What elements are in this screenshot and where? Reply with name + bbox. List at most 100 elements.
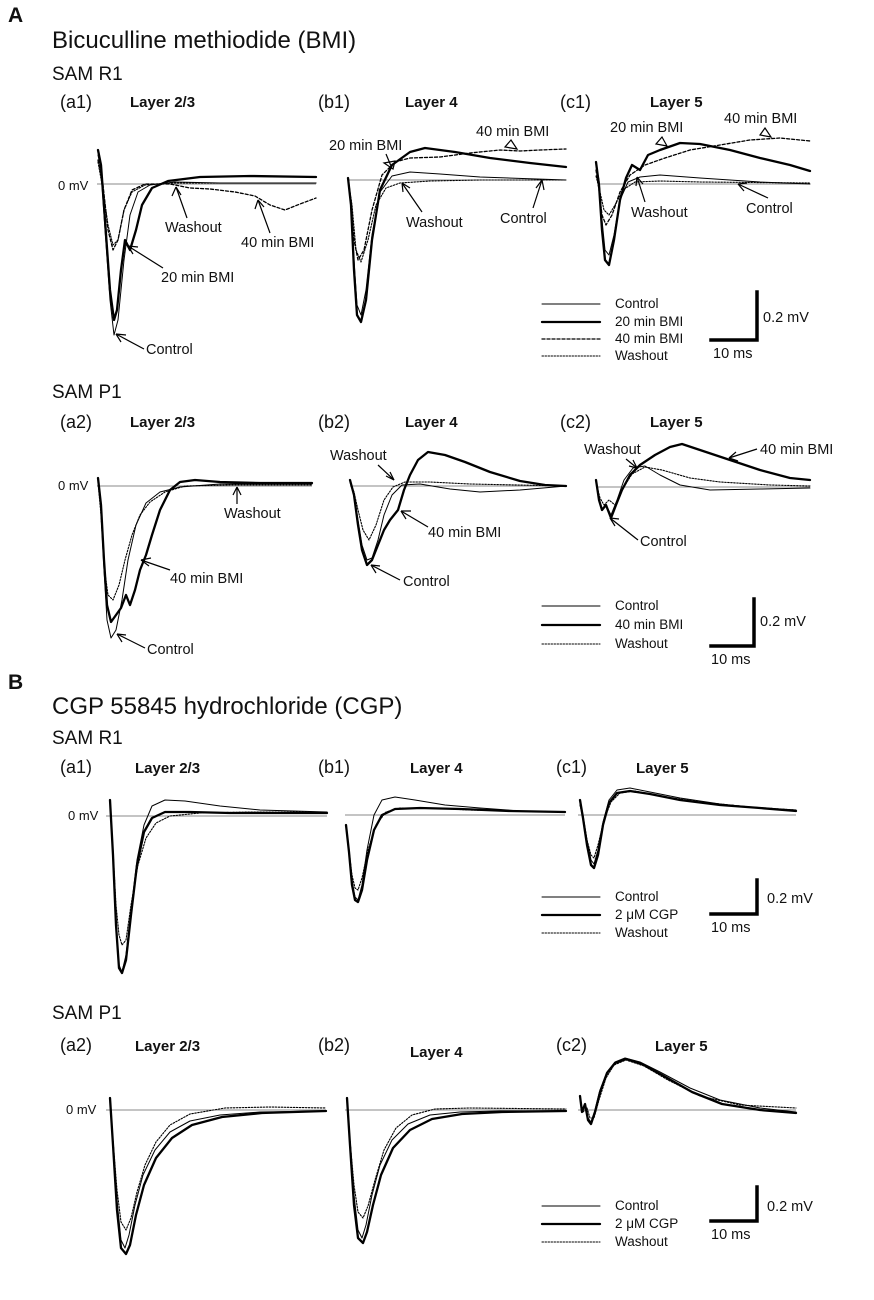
anno-a-b1-control: Control (500, 211, 547, 227)
strain-title-a-p1: SAM P1 (52, 382, 122, 403)
legend-label: Washout (615, 1234, 668, 1249)
panel-id-b-b2: (b2) (318, 1035, 350, 1055)
trace-panel-a-a2 (96, 476, 314, 639)
zero-mv-label: 0 mV (68, 808, 99, 823)
panel-id-b-a2: (a2) (60, 1035, 92, 1055)
trace-2um-cgp (578, 1057, 798, 1126)
trace-40-min-bmi (97, 159, 317, 251)
trace-washout (109, 801, 328, 946)
panel-id-a-b2: (b2) (318, 412, 350, 432)
panel-id-a-a2: (a2) (60, 412, 92, 432)
panel-id-a-a1: (a1) (60, 92, 92, 112)
trace-2um-cgp (108, 1096, 328, 1256)
trace-40-min-bmi (348, 450, 568, 567)
zero-mv-label: 0 mV (58, 178, 89, 193)
anno-a-a1-control: Control (146, 342, 193, 358)
layer-title-b-b2: Layer 4 (410, 1044, 463, 1061)
anno-a-b2-washout: Washout (330, 448, 387, 464)
layer-title-a-a2: Layer 2/3 (130, 414, 195, 431)
legend-a-p1: Control 40 min BMI Washout (540, 598, 683, 651)
trace-2um-cgp (578, 789, 798, 870)
scale-bar-time: 10 ms (711, 1227, 751, 1243)
trace-20-min-bmi (346, 146, 568, 324)
panel-id-a-c2: (c2) (560, 412, 591, 432)
trace-washout (579, 790, 797, 859)
trace-washout (346, 1101, 567, 1219)
legend-label: 40 min BMI (615, 617, 683, 632)
scale-bar-time: 10 ms (713, 346, 753, 362)
anno-a-b1-20min: 20 min BMI (329, 138, 402, 154)
trace-40-min-bmi (347, 148, 567, 261)
trace-panel-b-b1 (344, 796, 567, 904)
legend-label: Control (615, 598, 659, 613)
anno-a-c1-20min: 20 min BMI (610, 120, 683, 136)
anno-a-a2-40min: 40 min BMI (170, 571, 243, 587)
scale-bar-b-r1: 0.2 mV 10 ms (709, 878, 813, 936)
trace-control (349, 481, 567, 561)
legend-label: 2 μM CGP (615, 1216, 678, 1231)
panel-id-b-c1: (c1) (556, 757, 587, 777)
legend-label: 20 min BMI (615, 314, 683, 329)
trace-control (97, 477, 313, 639)
strain-title-b-p1: SAM P1 (52, 1003, 122, 1024)
anno-a-c1-washout: Washout (631, 205, 688, 221)
drug-title-cgp: CGP 55845 hydrochloride (CGP) (52, 693, 402, 720)
scale-bar-a-p1: 0.2 mV 10 ms (709, 597, 806, 668)
anno-a-a2-control: Control (147, 642, 194, 658)
trace-control (109, 1099, 327, 1249)
panel-id-b-b1: (b1) (318, 757, 350, 777)
panel-id-a-b1: (b1) (318, 92, 350, 112)
section-letter-B: B (8, 671, 23, 694)
trace-control (595, 465, 811, 516)
anno-a-b2-control: Control (403, 574, 450, 590)
trace-panel-a-a1 (96, 148, 318, 336)
anno-a-b2-40min: 40 min BMI (428, 525, 501, 541)
legend-label: Control (615, 889, 659, 904)
anno-a-c1-40min: 40 min BMI (724, 111, 797, 127)
scale-bar-time: 10 ms (711, 652, 751, 668)
trace-panel-b-a2 (106, 1096, 328, 1256)
layer-title-a-c2: Layer 5 (650, 414, 703, 431)
trace-40-min-bmi (96, 476, 314, 624)
trace-panel-a-b1 (346, 146, 568, 324)
trace-control (109, 799, 328, 973)
anno-a-c2-40min: 40 min BMI (760, 442, 833, 458)
legend-b-r1: Control 2 μM CGP Washout (540, 889, 678, 940)
trace-washout (595, 466, 811, 506)
layer-title-a-a1: Layer 2/3 (130, 94, 195, 111)
layer-title-b-b1: Layer 4 (410, 760, 463, 777)
trace-20-min-bmi (594, 141, 812, 267)
anno-a-c2-washout: Washout (584, 442, 641, 458)
anno-a-b1-40min: 40 min BMI (476, 124, 549, 140)
drug-title-bmi: Bicuculline methiodide (BMI) (52, 27, 356, 54)
trace-20-min-bmi (96, 148, 318, 322)
section-letter-A: A (8, 4, 23, 27)
legend-label: 40 min BMI (615, 331, 683, 346)
strain-title-b-r1: SAM R1 (52, 728, 123, 749)
trace-2um-cgp (108, 798, 329, 975)
legend-label: Washout (615, 636, 668, 651)
trace-washout (347, 178, 567, 263)
layer-title-b-c1: Layer 5 (636, 760, 689, 777)
trace-control (347, 171, 567, 316)
trace-washout (109, 1101, 327, 1231)
trace-2um-cgp (345, 1096, 568, 1245)
trace-panel-b-a1 (106, 798, 329, 975)
zero-mv-label: 0 mV (58, 478, 89, 493)
trace-panel-a-c2 (594, 442, 812, 520)
layer-title-a-c1: Layer 5 (650, 94, 703, 111)
trace-washout (595, 175, 811, 216)
trace-washout (97, 481, 313, 601)
scale-bar-voltage: 0.2 mV (767, 1199, 813, 1215)
layer-title-b-a1: Layer 2/3 (135, 760, 200, 777)
trace-panel-b-b2 (345, 1096, 568, 1245)
layer-title-a-b2: Layer 4 (405, 414, 458, 431)
trace-40-min-bmi (594, 442, 812, 520)
anno-a-a1-40min: 40 min BMI (241, 235, 314, 251)
trace-panel-b-c1 (578, 787, 798, 870)
layer-title-a-b1: Layer 4 (405, 94, 458, 111)
trace-washout (345, 807, 566, 891)
anno-a-c2-control: Control (640, 534, 687, 550)
trace-40-min-bmi (595, 137, 811, 226)
